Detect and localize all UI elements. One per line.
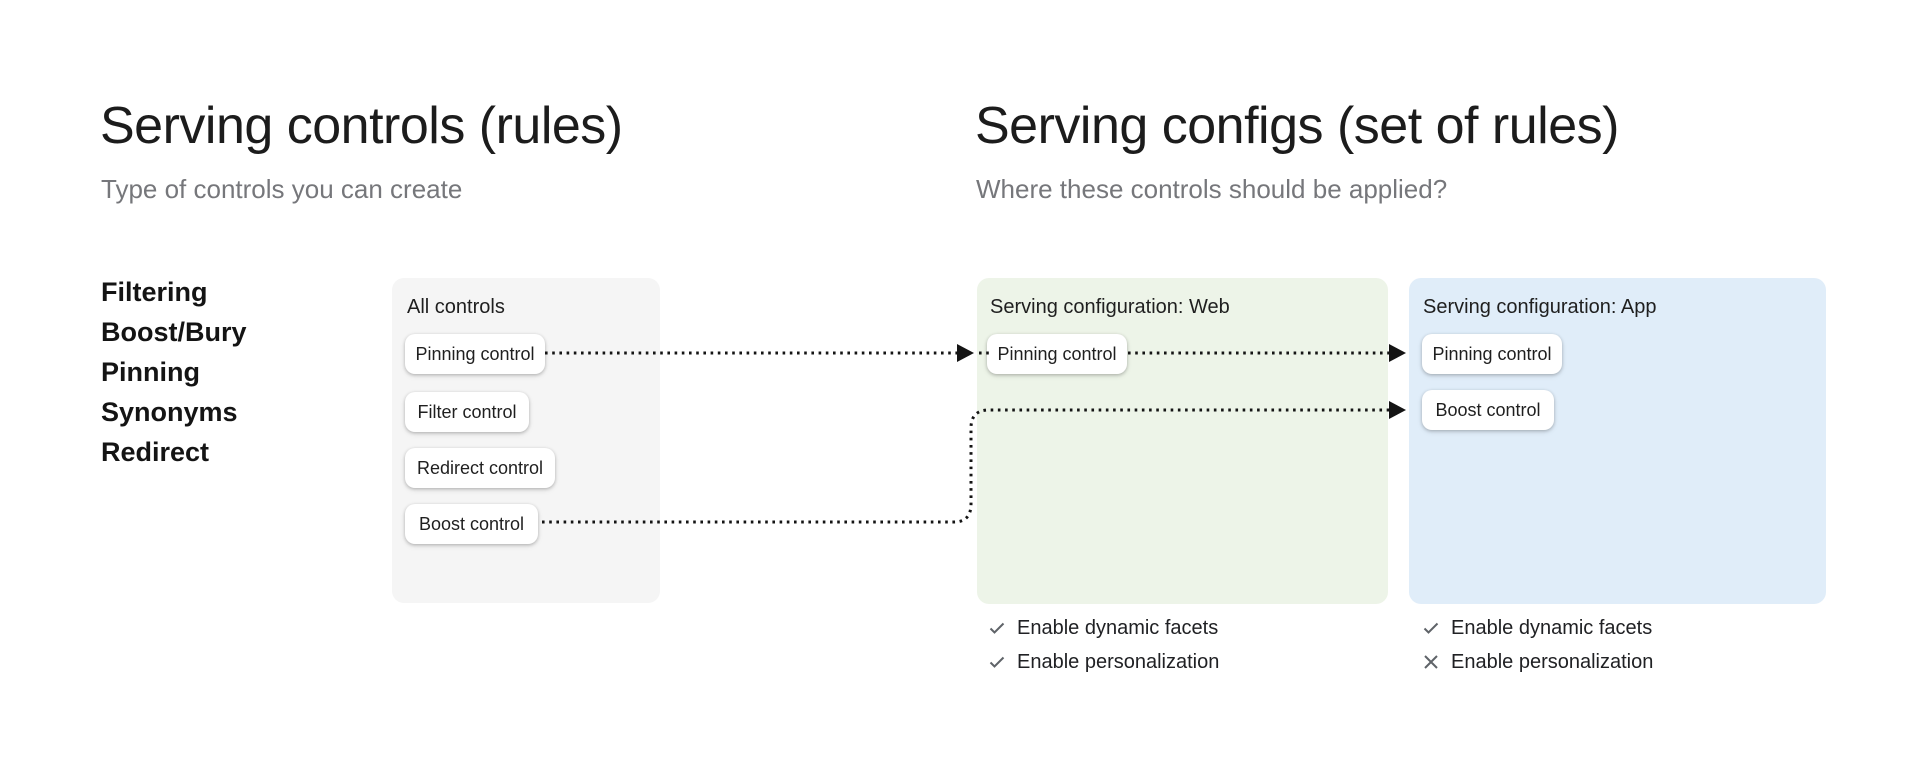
web-config-card: Serving configuration: Web	[977, 278, 1388, 604]
app-config-card: Serving configuration: App	[1409, 278, 1826, 604]
control-type-redirect: Redirect	[101, 437, 210, 467]
feature-label: Enable personalization	[1017, 650, 1220, 673]
feature-label: Enable dynamic facets	[1451, 616, 1653, 639]
check-icon	[1423, 622, 1439, 634]
control-type-synonyms: Synonyms	[101, 397, 238, 427]
right-subtitle: Where these controls should be applied?	[976, 174, 1448, 204]
all-controls-filter-chip[interactable]: Filter control	[405, 392, 529, 432]
app-feature-dynamic-facets: Enable dynamic facets	[1422, 616, 1652, 640]
control-type-boost-bury: Boost/Bury	[101, 317, 247, 347]
app-feature-personalization: Enable personalization	[1422, 650, 1653, 674]
control-type-pinning: Pinning	[101, 357, 200, 387]
all-controls-pinning-chip[interactable]: Pinning control	[405, 334, 545, 374]
check-icon	[989, 656, 1005, 668]
left-title: Serving controls (rules)	[100, 97, 623, 155]
feature-label: Enable personalization	[1451, 650, 1654, 673]
left-subtitle: Type of controls you can create	[101, 174, 463, 204]
app-config-card-label: Serving configuration: App	[1423, 296, 1657, 318]
web-config-card-label: Serving configuration: Web	[990, 296, 1230, 318]
right-title: Serving configs (set of rules)	[975, 97, 1619, 155]
all-controls-redirect-chip[interactable]: Redirect control	[405, 448, 555, 488]
app-pinning-chip[interactable]: Pinning control	[1422, 334, 1562, 374]
check-icon	[989, 622, 1005, 634]
all-controls-card: All controls	[392, 278, 660, 603]
control-type-filtering: Filtering	[101, 277, 208, 307]
feature-label: Enable dynamic facets	[1017, 616, 1219, 639]
app-boost-chip[interactable]: Boost control	[1422, 390, 1554, 430]
all-controls-card-label: All controls	[407, 296, 505, 318]
control-types-list: Filtering Boost/Bury Pinning Synonyms Re…	[101, 272, 247, 472]
web-pinning-chip[interactable]: Pinning control	[987, 334, 1127, 374]
x-icon	[1424, 655, 1438, 669]
web-feature-dynamic-facets: Enable dynamic facets	[988, 616, 1218, 640]
all-controls-boost-chip[interactable]: Boost control	[405, 504, 538, 544]
web-feature-personalization: Enable personalization	[988, 650, 1219, 674]
